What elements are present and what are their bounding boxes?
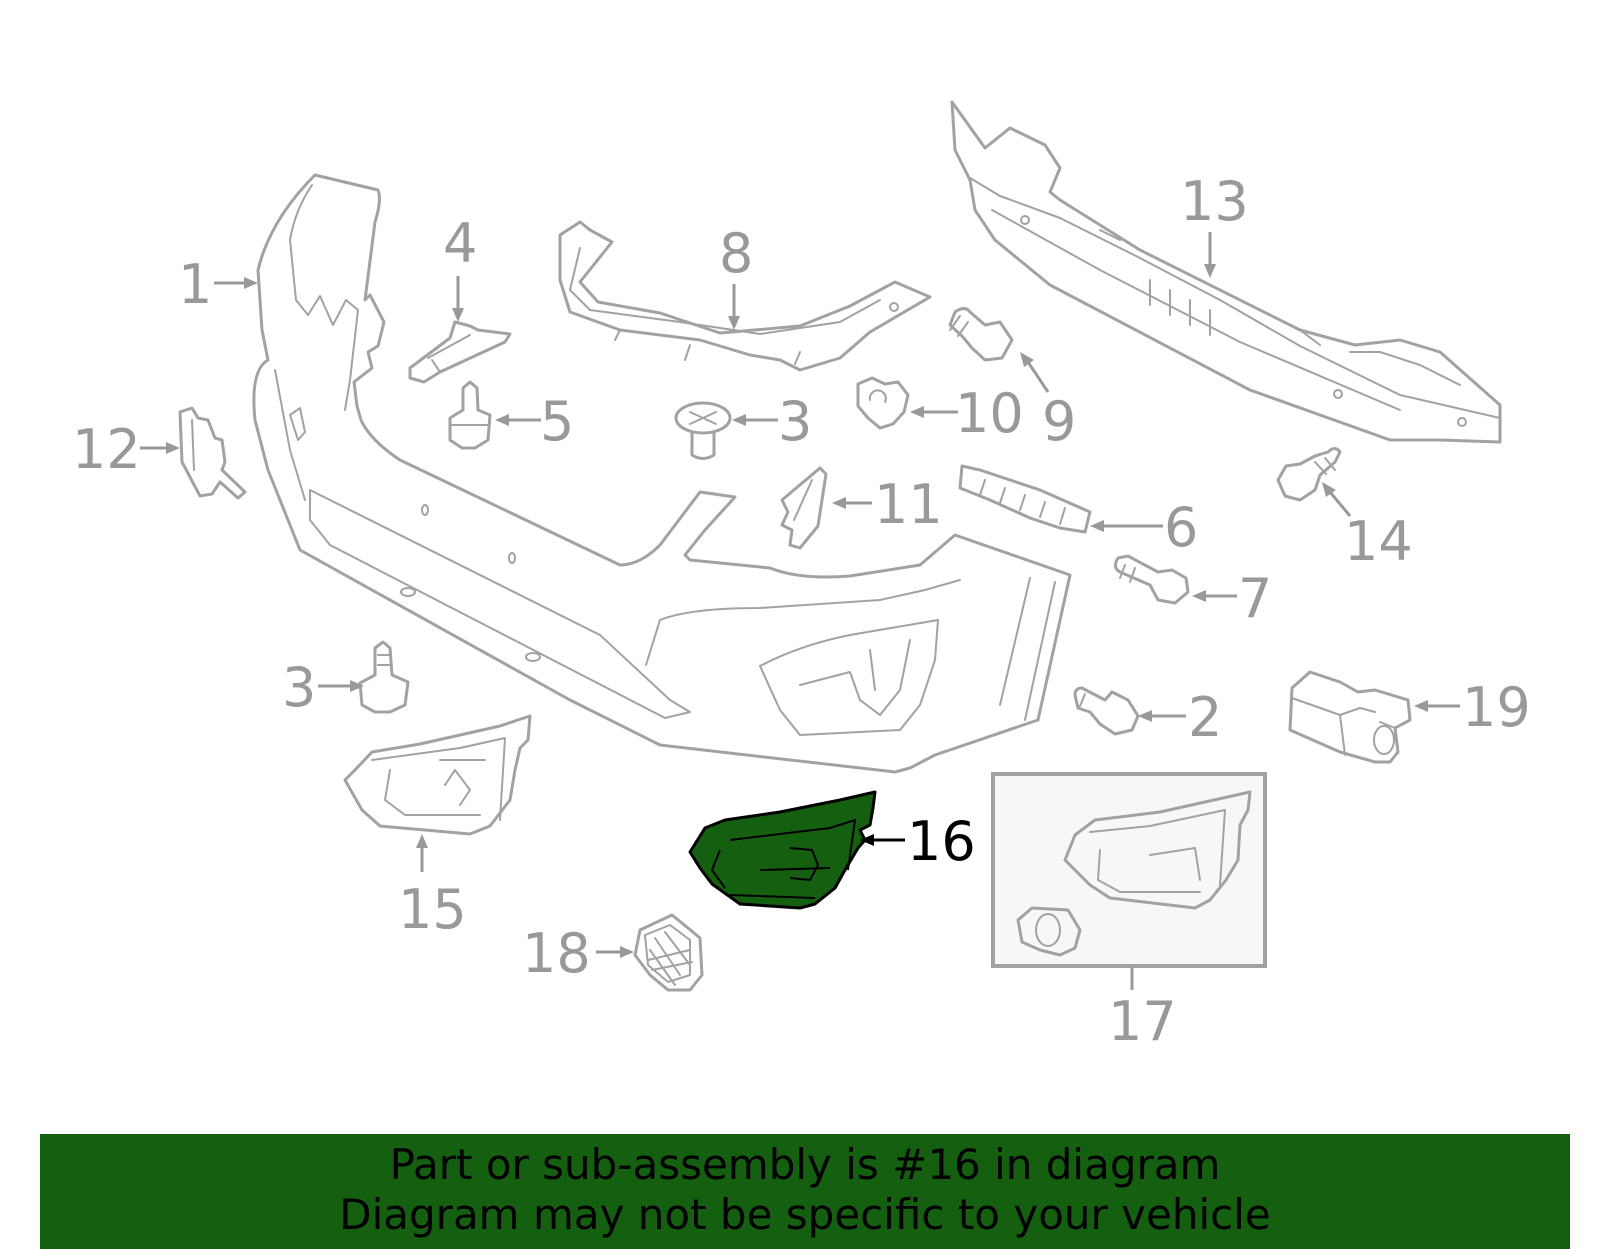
bolt-part-9 [948, 307, 1014, 362]
callout-labels: 1 4 8 13 5 3 10 9 12 11 6 14 7 3 2 19 15… [72, 170, 1531, 1053]
banner-line-1: Part or sub-assembly is #16 in diagram [389, 1140, 1221, 1189]
callout-19: 19 [1462, 676, 1531, 739]
bracket-part-4 [408, 320, 512, 384]
bracket-part-11 [780, 466, 828, 550]
bolt-part-5 [448, 380, 492, 450]
bumper-cover-part-1 [252, 173, 1072, 774]
bracket-part-12 [178, 406, 247, 500]
callout-3-lower: 3 [282, 656, 316, 719]
callout-1: 1 [178, 253, 212, 316]
callout-14: 14 [1344, 510, 1413, 573]
callout-2: 2 [1188, 686, 1222, 749]
assembly-box-part-17 [991, 772, 1267, 990]
grille-part-18 [633, 913, 704, 992]
callout-17: 17 [1108, 990, 1177, 1053]
callout-9: 9 [1042, 390, 1076, 453]
callout-12: 12 [72, 418, 141, 481]
bezel-part-15 [343, 714, 532, 836]
callout-11: 11 [874, 473, 943, 536]
callout-7: 7 [1238, 567, 1272, 630]
callout-16: 16 [907, 810, 976, 873]
clip-part-2 [1073, 686, 1140, 736]
clip-part-3-lower [358, 640, 410, 714]
reinforcement-beam-part-13 [950, 100, 1502, 444]
callout-4: 4 [443, 212, 477, 275]
retainer-part-8 [558, 220, 932, 372]
bezel-part-16-highlighted[interactable] [688, 790, 877, 910]
callout-15: 15 [398, 878, 467, 941]
leader-arrows [140, 232, 1460, 958]
bracket-part-6 [958, 464, 1092, 534]
clip-part-10 [856, 376, 910, 430]
clip-part-3-upper [674, 401, 732, 460]
bolt-part-7 [1113, 554, 1190, 605]
callout-18: 18 [522, 922, 591, 985]
callout-6: 6 [1164, 496, 1198, 559]
info-banner: Part or sub-assembly is #16 in diagram D… [40, 1134, 1570, 1249]
callout-5: 5 [540, 390, 574, 453]
callout-10: 10 [955, 382, 1024, 445]
bolt-part-14 [1276, 447, 1342, 502]
callout-3-upper: 3 [778, 390, 812, 453]
callout-8: 8 [719, 222, 753, 285]
banner-line-2: Diagram may not be specific to your vehi… [339, 1190, 1271, 1239]
sensor-part-19 [1288, 670, 1412, 764]
callout-13: 13 [1180, 170, 1249, 233]
